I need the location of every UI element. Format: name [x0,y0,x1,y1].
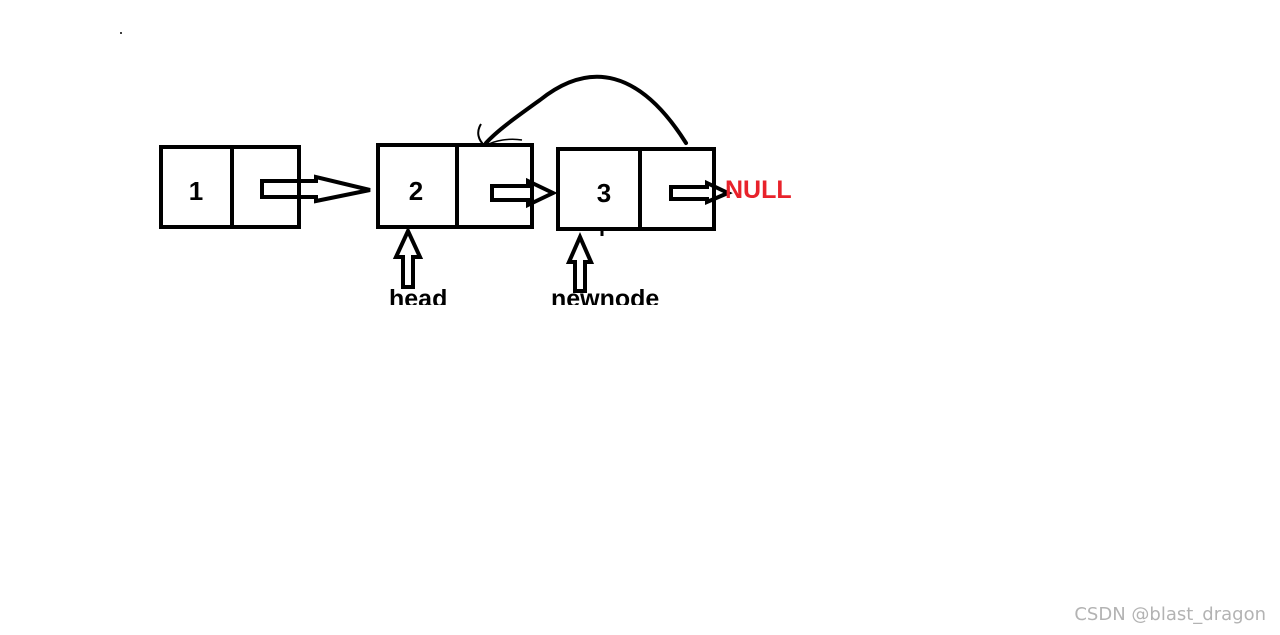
node-2-value: 2 [409,176,423,206]
node-3-value: 3 [597,178,611,208]
node-3-box [556,147,716,231]
list-node-1: 1 [159,145,301,229]
next-arrow-3-to-null [669,179,733,206]
watermark-text: CSDN @blast_dragon [1074,604,1266,625]
label-clip-mask [370,305,700,325]
stray-dot [120,32,122,34]
next-arrow-1-to-2 [260,174,371,204]
newnode-pointer-arrow [565,232,595,293]
list-node-3: 3 [556,147,716,236]
null-label: NULL [725,176,792,204]
head-pointer-arrow [392,226,424,289]
list-node-2: 2 [376,143,534,229]
next-arrow-2-to-3 [490,177,558,209]
curved-back-link-arrow [477,74,688,147]
node-1-value: 1 [189,176,203,206]
